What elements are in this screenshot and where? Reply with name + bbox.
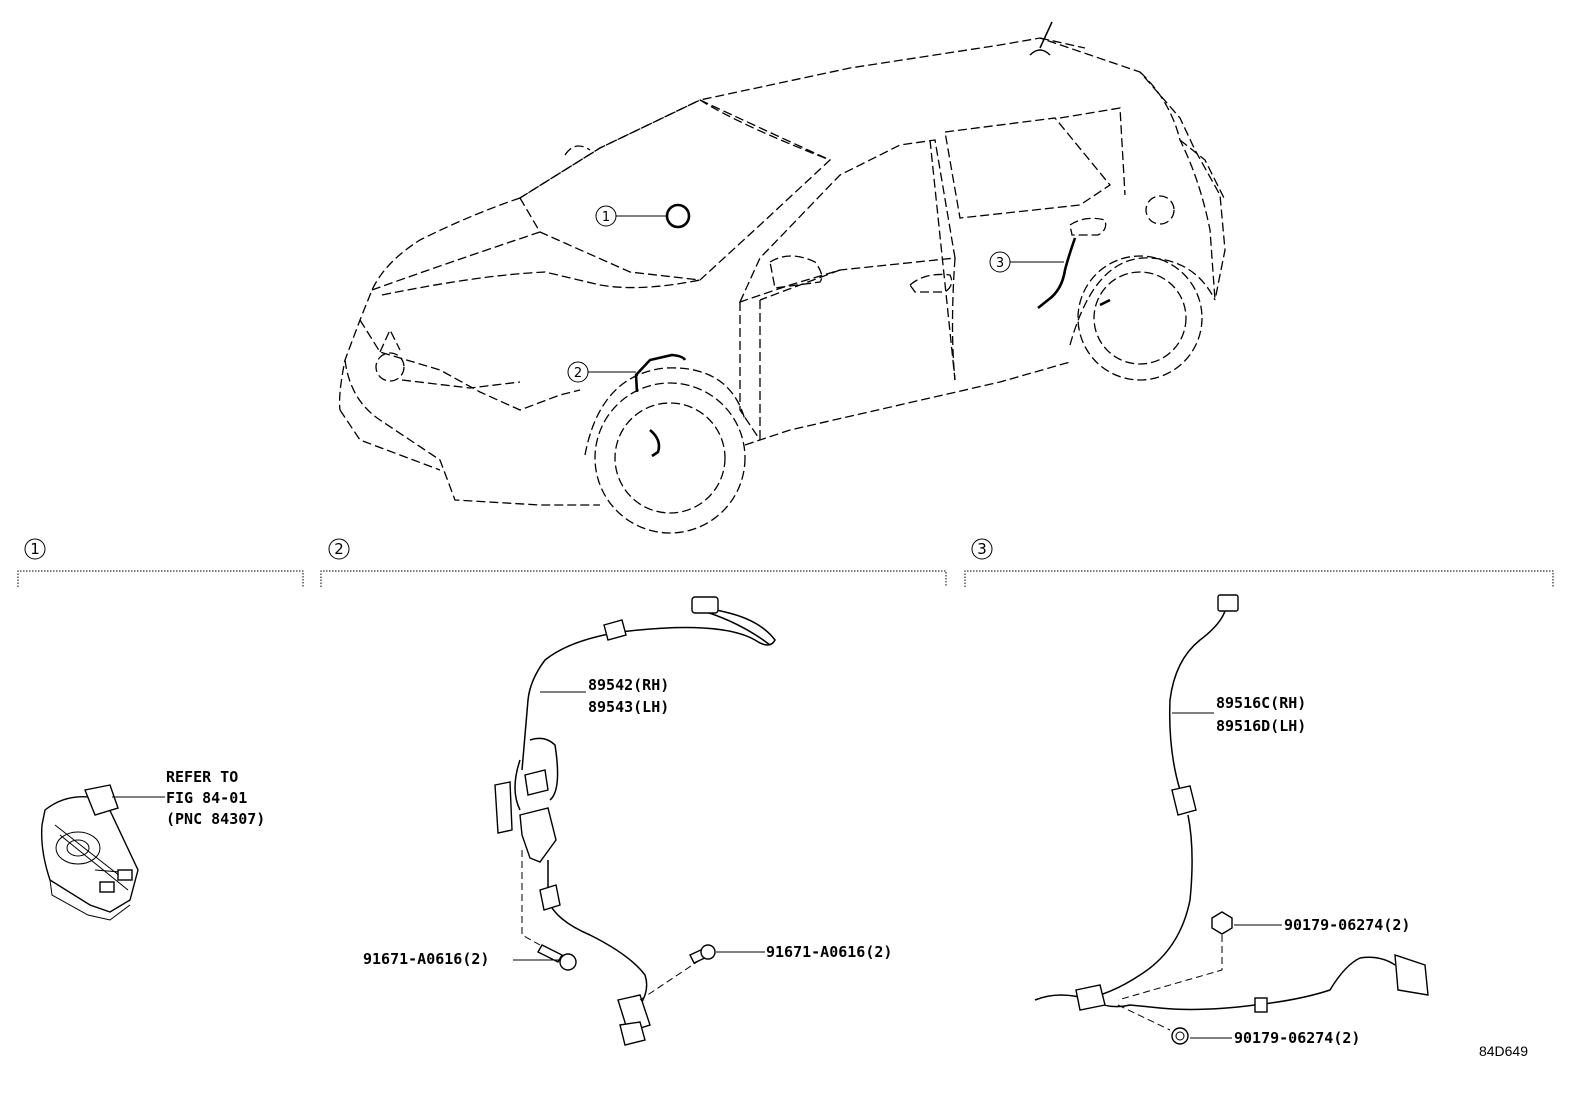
front-bolt-left-part-number: 91671-A0616(2) [363,950,489,968]
rear-speed-sensor-part [1034,594,1429,1045]
section-2-number: 2 [334,540,344,558]
section-1-header: 1 [17,538,304,587]
callout-1: 1 [595,205,666,227]
figure-code: 84D649 [1479,1043,1528,1059]
refer-fig-line: FIG 84-01 [166,789,247,807]
car-illustration [338,21,1226,534]
car-part-highlights [634,203,1111,458]
callout-2-label: 2 [574,366,582,381]
refer-to-line: REFER TO [166,768,238,786]
front-sensor-lh-part-number: 89543(LH) [588,698,669,716]
callout-1-label: 1 [602,210,610,225]
section-1-number: 1 [30,540,40,558]
callout-3-label: 3 [996,256,1004,271]
section-2-header: 2 [320,538,947,587]
refer-pnc-line: (PNC 84307) [166,810,265,828]
callout-3: 3 [989,251,1064,273]
rear-sensor-lh-part-number: 89516D(LH) [1216,717,1306,735]
front-sensor-rh-part-number: 89542(RH) [588,676,669,694]
section-1-reference: REFER TO FIG 84-01 (PNC 84307) [166,768,265,828]
front-bolt-right-part-number: 91671-A0616(2) [766,943,892,961]
section-3-header: 3 [964,538,1554,587]
section-2-labels: 89542(RH) 89543(LH) 91671-A0616(2) 91671… [363,676,892,968]
rear-nut-upper-part-number: 90179-06274(2) [1284,916,1410,934]
rear-sensor-rh-part-number: 89516C(RH) [1216,694,1306,712]
front-speed-sensor-part [494,596,776,1046]
section-3-number: 3 [977,540,987,558]
section-3-labels: 89516C(RH) 89516D(LH) 90179-06274(2) 901… [1172,694,1410,1047]
rear-nut-lower-part-number: 90179-06274(2) [1234,1029,1360,1047]
spiral-cable-part [40,784,165,921]
callout-2: 2 [567,361,636,383]
